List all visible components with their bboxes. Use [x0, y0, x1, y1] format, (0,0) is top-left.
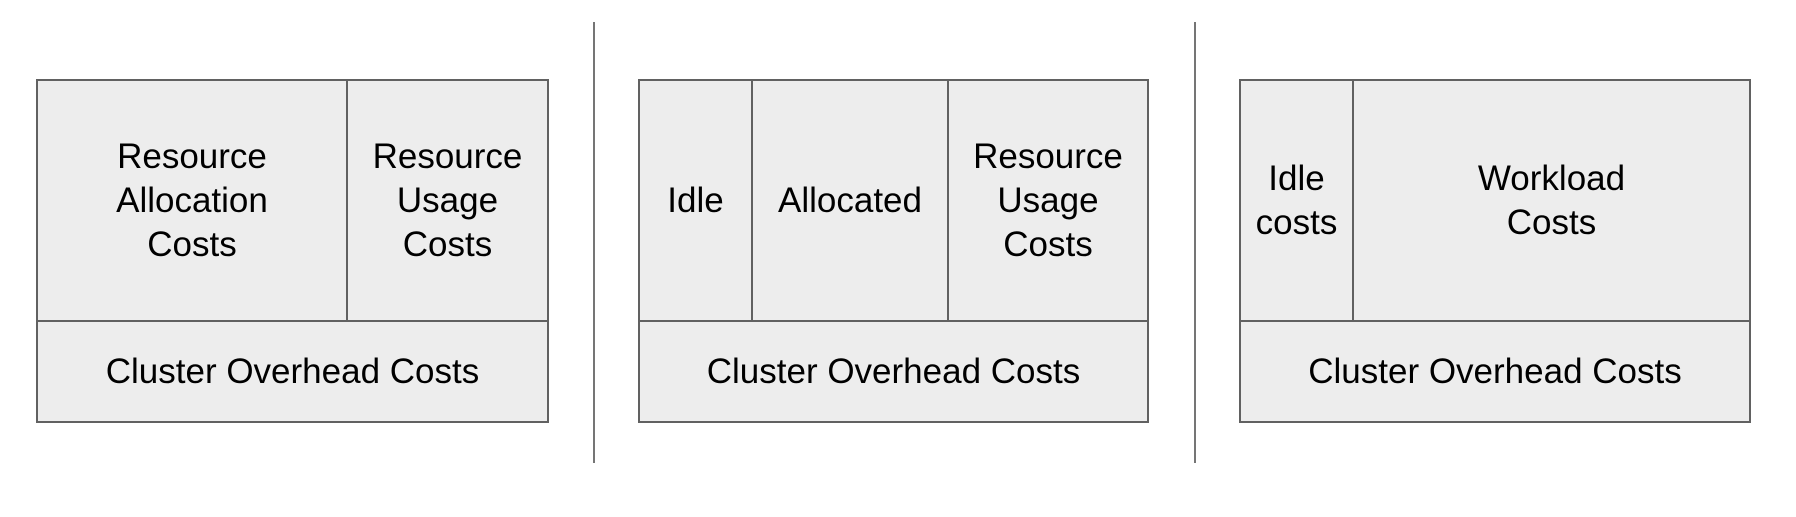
vertical-divider-line [1194, 22, 1196, 463]
allocated-label: Allocated [778, 180, 922, 220]
cell-cluster-overhead-costs: Cluster Overhead Costs [1241, 320, 1749, 421]
cell-cluster-overhead-costs: Cluster Overhead Costs [38, 320, 547, 421]
cluster-overhead-costs-label: Cluster Overhead Costs [1308, 351, 1682, 391]
panel-1-top-row: Resource Allocation Costs Resource Usage… [38, 81, 547, 320]
idle-label: Idle [667, 180, 724, 220]
cell-allocated: Allocated [753, 81, 949, 320]
panel-resource-allocation-usage: Resource Allocation Costs Resource Usage… [36, 79, 549, 423]
idle-costs-label: Idle costs [1255, 158, 1338, 242]
cluster-overhead-costs-label: Cluster Overhead Costs [706, 351, 1081, 391]
panel-idle-allocated-usage: Idle Allocated Resource Usage Costs Clus… [638, 79, 1149, 423]
workload-costs-label: Workload Costs [1477, 158, 1626, 242]
panel-2-top-row: Idle Allocated Resource Usage Costs [640, 81, 1147, 320]
resource-usage-costs-label: Resource Usage Costs [372, 136, 523, 264]
vertical-divider-line [593, 22, 595, 463]
panel-idle-workload: Idle costs Workload Costs Cluster Overhe… [1239, 79, 1751, 423]
cell-idle: Idle [640, 81, 753, 320]
cell-resource-usage-costs: Resource Usage Costs [348, 81, 547, 320]
panel-3-top-row: Idle costs Workload Costs [1241, 81, 1749, 320]
resource-allocation-costs-label: Resource Allocation Costs [116, 136, 268, 264]
resource-usage-costs-label: Resource Usage Costs [973, 136, 1123, 264]
cell-idle-costs: Idle costs [1241, 81, 1354, 320]
cluster-overhead-costs-label: Cluster Overhead Costs [105, 351, 480, 391]
cell-resource-allocation-costs: Resource Allocation Costs [38, 81, 348, 320]
cell-cluster-overhead-costs: Cluster Overhead Costs [640, 320, 1147, 421]
cell-workload-costs: Workload Costs [1354, 81, 1749, 320]
cell-resource-usage-costs: Resource Usage Costs [949, 81, 1147, 320]
